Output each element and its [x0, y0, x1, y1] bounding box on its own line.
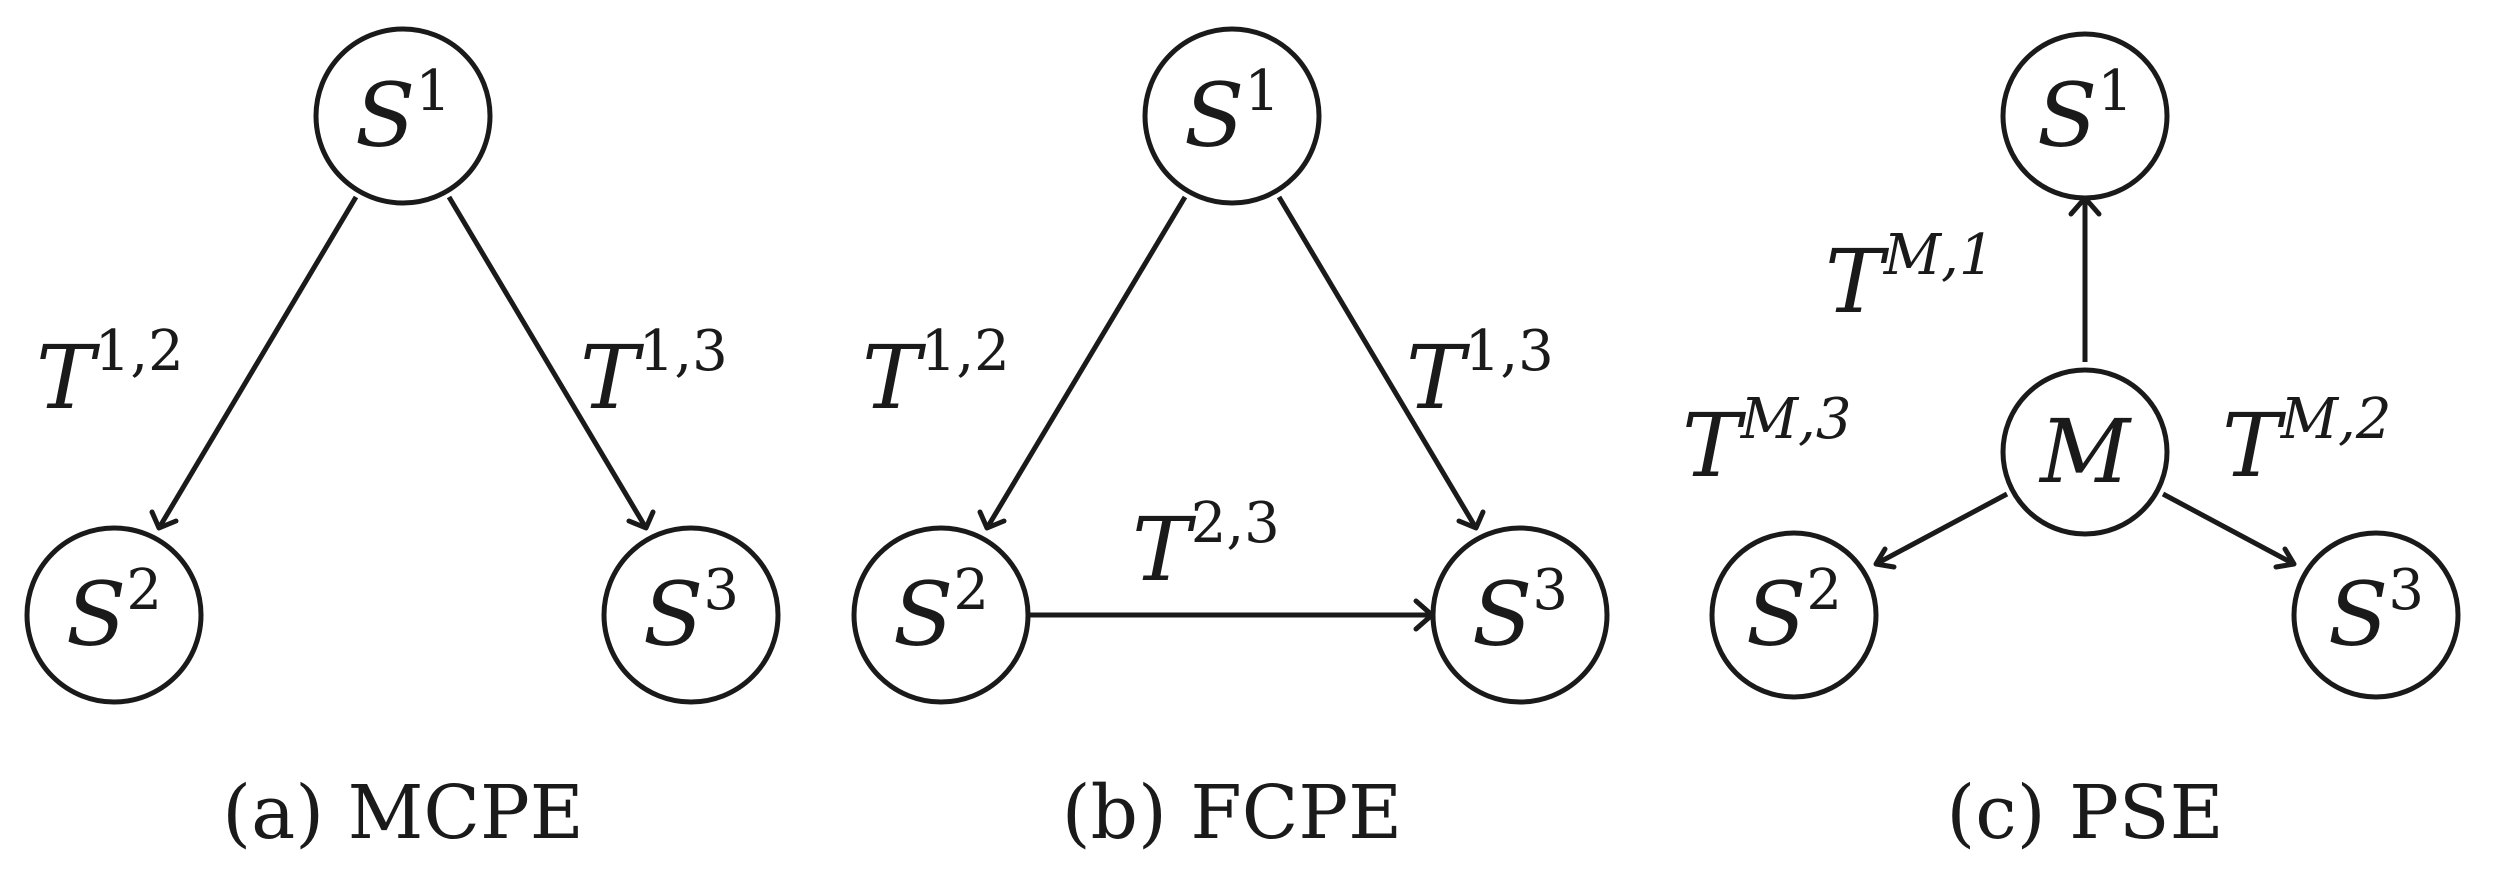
edge-c-label-m2: TM,2 — [2222, 387, 2391, 497]
node-b-s1-label: S1 — [1184, 59, 1280, 167]
arrowhead-c-s3 — [2273, 546, 2297, 570]
caption-a: (a) MCPE — [222, 770, 584, 856]
edge-a-label-12: T1,2 — [36, 319, 184, 429]
arrowhead-a-s3 — [626, 509, 656, 531]
node-b-s3 — [1430, 525, 1610, 705]
node-c-s2-label: S2 — [1746, 558, 1842, 666]
node-c-s1 — [2000, 31, 2170, 201]
arrowhead-b-s2 — [977, 509, 1007, 531]
caption-b: (b) FCPE — [1062, 770, 1402, 856]
edge-b-s1-s3 — [1276, 195, 1479, 530]
edge-c-m-s2 — [1874, 491, 2009, 567]
node-c-m-label: M — [2038, 400, 2132, 503]
node-a-s2-label: S2 — [66, 558, 162, 666]
caption-c: (c) PSE — [1946, 770, 2223, 856]
arrowhead-c-s2 — [1873, 546, 1897, 570]
node-c-s2 — [1709, 530, 1879, 700]
node-a-s3 — [601, 525, 781, 705]
node-c-s3 — [2291, 530, 2461, 700]
node-a-s2 — [24, 525, 204, 705]
node-a-s3-label: S3 — [643, 558, 739, 666]
edge-b-s1-s2 — [984, 195, 1188, 530]
node-a-s1 — [313, 26, 493, 206]
node-b-s1 — [1142, 26, 1322, 206]
edge-c-label-m3: TM,3 — [1682, 387, 1851, 497]
edge-b-label-23: T2,3 — [1132, 491, 1280, 601]
node-c-s1-label: S1 — [2037, 59, 2133, 167]
panel-c: S1 M S2 S3 TM,1 TM,3 TM,2 (c) PSE — [1682, 31, 2461, 856]
panel-b: S1 S2 S3 T1,2 T1,3 T2,3 (b) FCPE — [851, 26, 1610, 856]
arrowhead-a-s2 — [149, 509, 179, 531]
edge-b-label-12: T1,2 — [862, 319, 1010, 429]
node-b-s3-label: S3 — [1472, 558, 1568, 666]
node-c-m — [2000, 367, 2170, 537]
edge-b-label-13: T1,3 — [1406, 319, 1554, 429]
edge-c-m-s3 — [2161, 491, 2296, 567]
panel-a: S1 S2 S3 T1,2 T1,3 (a) MCPE — [24, 26, 781, 856]
edge-a-label-13: T1,3 — [580, 319, 728, 429]
node-c-s3-label: S3 — [2328, 558, 2424, 666]
node-a-s1-label: S1 — [355, 59, 451, 167]
edge-a-s1-s2 — [156, 195, 359, 530]
arrowhead-b-s3 — [1456, 509, 1486, 531]
node-b-s2 — [851, 525, 1031, 705]
edge-c-label-m1: TM,1 — [1825, 223, 1994, 333]
edge-a-s1-s3 — [446, 195, 649, 530]
node-b-s2-label: S2 — [893, 558, 989, 666]
